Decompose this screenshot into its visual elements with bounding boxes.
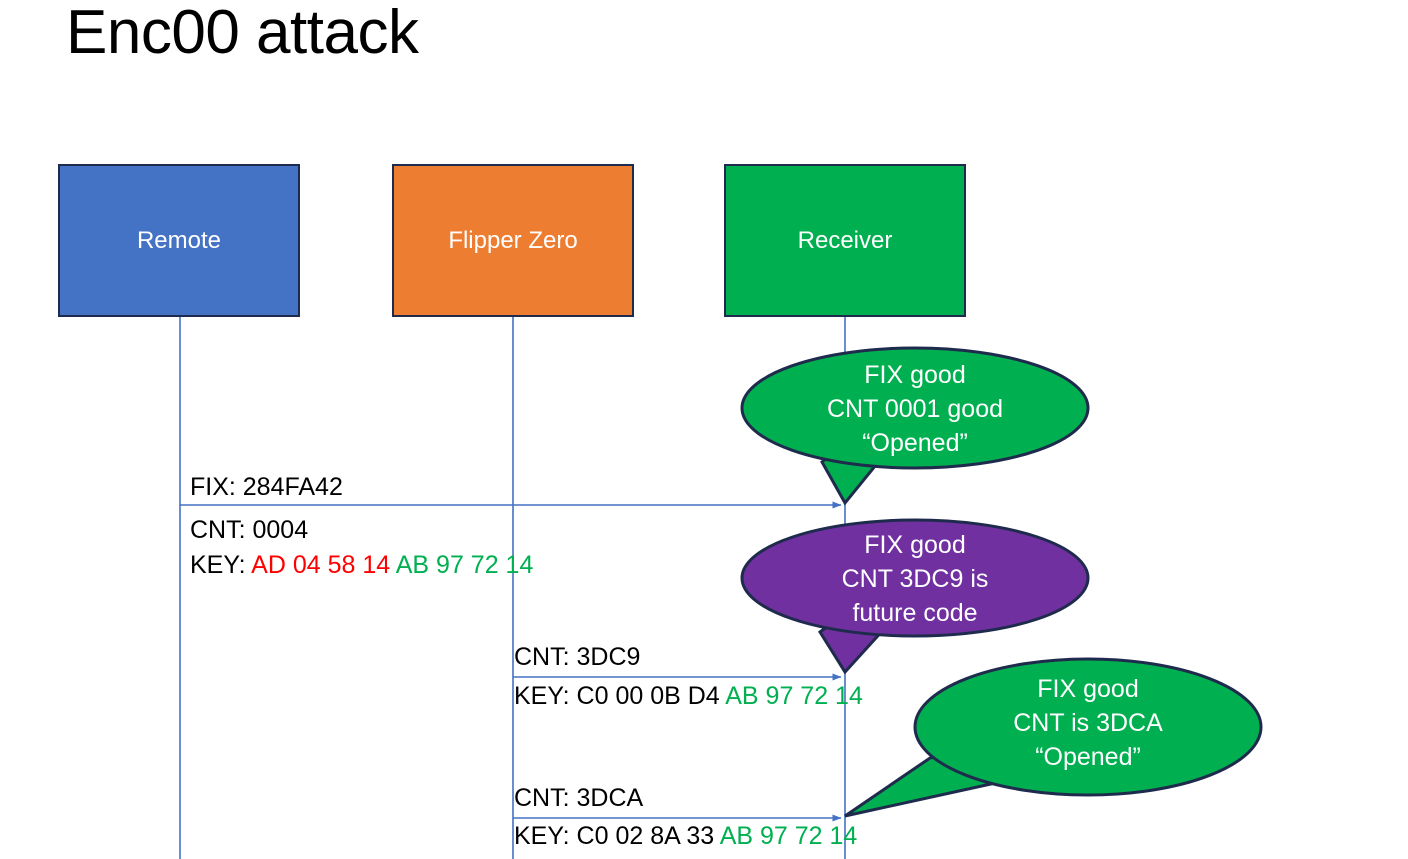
callout-ellipse-2 <box>740 518 1090 638</box>
message-3-label-key: KEY: C0 02 8A 33 AB 97 72 14 <box>514 824 857 849</box>
message-3-label-above: CNT: 3DCA <box>514 784 644 812</box>
callout-bubble-2[interactable] <box>740 518 1090 675</box>
key-manufacturer-hex-1: AD 04 58 14 <box>251 551 391 579</box>
message-1-label-cnt: CNT: 0004 <box>190 516 309 544</box>
key-prefix-1: KEY: <box>190 551 252 579</box>
page-title: Enc00 attack <box>66 0 419 67</box>
callout-tail-1 <box>820 438 883 506</box>
callout-ellipse-3 <box>913 657 1263 797</box>
actor-label-remote: Remote <box>136 226 222 254</box>
key-serial-hex-1: AB 97 72 14 <box>390 551 534 579</box>
callout-bubble-3[interactable] <box>844 657 1263 818</box>
key-serial-hex-2: AB 97 72 14 <box>719 682 863 710</box>
actor-box-receiver[interactable]: Receiver <box>724 164 966 317</box>
callout-ellipse-1 <box>740 346 1090 470</box>
callout-label-3: FIX good CNT is 3DCA “Opened” <box>1013 675 1163 771</box>
callout-label-1: FIX good CNT 0001 good “Opened” <box>826 361 1004 457</box>
key-prefix-3: KEY: C0 02 8A 33 <box>514 822 715 850</box>
message-2-label-above: CNT: 3DC9 <box>514 643 641 671</box>
callout-bubble-1[interactable] <box>740 346 1090 506</box>
actor-box-remote[interactable]: Remote <box>58 164 300 317</box>
callout-label-2: FIX good CNT 3DC9 is future code <box>841 531 989 627</box>
key-serial-hex-3: AB 97 72 14 <box>714 822 858 850</box>
key-prefix-2: KEY: C0 00 0B D4 <box>514 682 720 710</box>
callout-tail-3 <box>844 737 1034 818</box>
message-1-label-above: FIX: 284FA42 <box>190 473 343 501</box>
actor-label-receiver: Receiver <box>797 226 893 254</box>
message-2-label-key: KEY: C0 00 0B D4 AB 97 72 14 <box>514 684 863 709</box>
callout-tail-2 <box>817 606 888 675</box>
actor-box-flipper[interactable]: Flipper Zero <box>392 164 634 317</box>
actor-label-flipper: Flipper Zero <box>448 226 578 254</box>
message-1-label-key: KEY: AD 04 58 14 AB 97 72 14 <box>190 553 533 578</box>
